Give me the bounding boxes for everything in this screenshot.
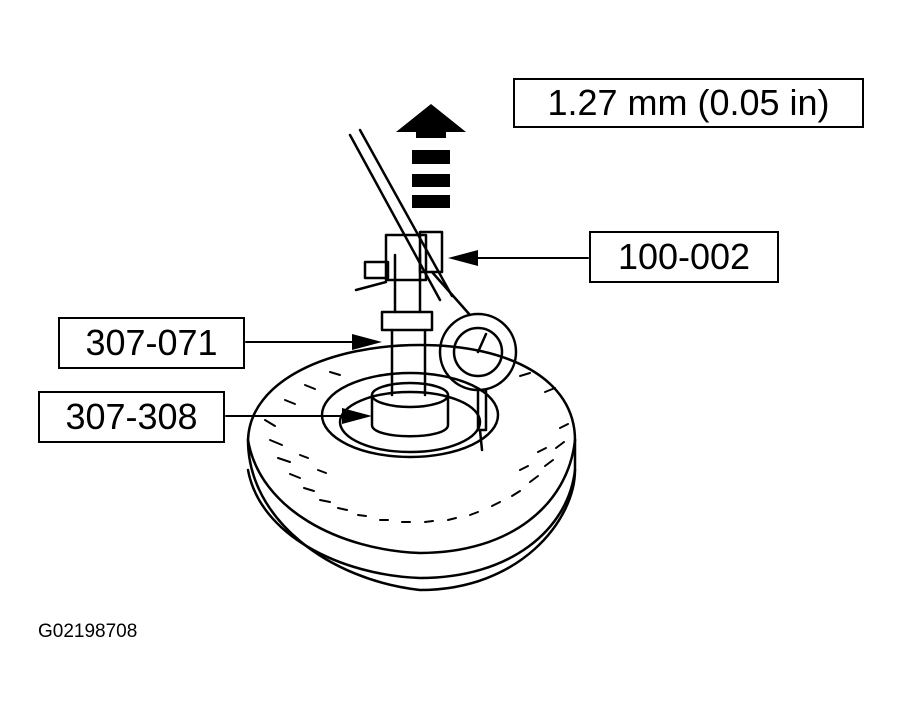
lift-spec-label: 1.27 mm (0.05 in) [547,82,830,123]
arrowhead-307-071 [352,334,382,350]
dial-indicator [348,128,518,452]
arrowhead-100-002 [448,250,478,266]
puller-tool [354,233,434,397]
tool-307-308-callout: 307-308 [38,391,225,443]
tool-100-002-callout: 100-002 [589,231,779,283]
tool-307-071-callout: 307-071 [58,317,245,369]
leader-lines [225,257,589,417]
dashed-up-arrow-icon [396,104,466,208]
adapter-tool [370,381,450,438]
figure-id: G02198708 [38,621,138,642]
arrowhead-307-308 [342,408,372,424]
lift-spec-callout: 1.27 mm (0.05 in) [513,78,864,128]
torque-converter [246,343,577,592]
tool-307-071-label: 307-071 [85,322,218,363]
tool-100-002-label: 100-002 [617,236,751,277]
tool-307-308-label: 307-308 [65,396,198,437]
